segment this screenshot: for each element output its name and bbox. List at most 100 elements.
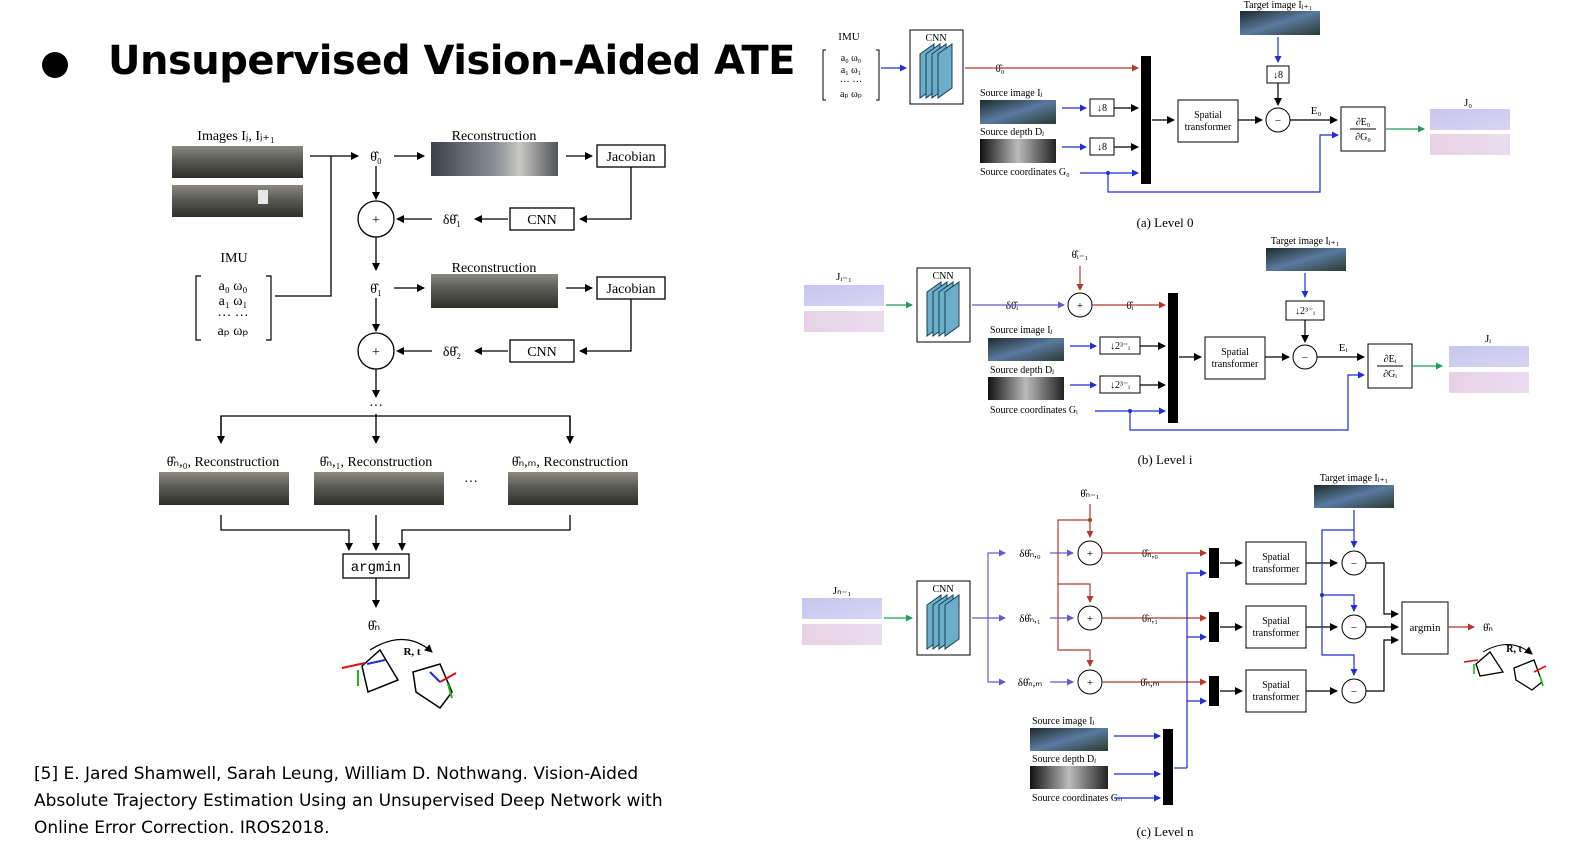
ln-target-junction: [1320, 593, 1324, 597]
camera-frustum-2: [412, 663, 453, 710]
ln-theta-junction: [1088, 518, 1092, 522]
ln-argmin-box: [1401, 601, 1449, 655]
ln-Jprev-image-2: [802, 624, 882, 645]
ln-sum-plus-m: +: [1087, 677, 1093, 689]
li-E-label: Eᵢ: [1339, 342, 1348, 354]
cnn-box-2: [509, 339, 575, 363]
li-source-depth-label: Source depth Dⱼ: [990, 365, 1054, 376]
ln-frustum-2: [1513, 659, 1543, 691]
ln-target-image: [1314, 485, 1394, 508]
recon-label-2: Reconstruction: [452, 261, 537, 276]
axis-z-1: [366, 659, 386, 665]
sum-node-2-plus: +: [372, 345, 380, 360]
ln-sum-plus-0: +: [1087, 548, 1093, 560]
ln-st0-transformer: transformer: [1253, 564, 1300, 575]
li-target-down-label: ↓2³⁻ᵢ: [1295, 306, 1315, 317]
ln-axis-x-2: [1533, 665, 1547, 673]
l0-coords-to-grad-arrow: [1107, 131, 1339, 193]
l0-source-image-label: Source image Iⱼ: [980, 88, 1043, 99]
ln-stm-transformer: transformer: [1253, 692, 1300, 703]
recon-image-1: [431, 142, 558, 176]
dtheta1-label: δθ̂₁: [443, 213, 461, 228]
l0-grad-num: ∂E₀: [1356, 117, 1371, 128]
ln-source-image-label: Source image Iⱼ: [1032, 716, 1095, 727]
li-J-image-2: [1449, 372, 1529, 393]
l0-source-depth: [980, 139, 1056, 163]
l0-down8-label-2: ↓8: [1097, 142, 1107, 153]
ln-st0-spatial: Spatial: [1262, 552, 1290, 563]
branch-image-0: [159, 472, 289, 505]
recon-image-2: [431, 274, 558, 308]
l0-source-coords-label: Source coordinates G₀: [980, 167, 1070, 178]
l0-imu-row-2: ··· ···: [840, 77, 862, 88]
ln-Jprev-label: Jₙ₋₁: [833, 585, 851, 597]
li-down-label-2: ↓2³⁻ᵢ: [1110, 380, 1130, 391]
slide-title: Unsupervised Vision-Aided ATE: [108, 38, 796, 84]
ln-frustum-1: [1475, 651, 1505, 677]
l0-J0-image-1: [1430, 109, 1510, 130]
li-Jprev-image-1: [804, 285, 884, 306]
sum-node-1-plus: +: [372, 213, 380, 228]
ln-cnn-stack: [926, 594, 960, 650]
l0-grad-den: ∂G₀: [1355, 132, 1371, 143]
li-J-image-1: [1449, 346, 1529, 367]
ln-target-to-minus-m: [1321, 595, 1358, 676]
l0-target-image-label: Target image Iⱼ₊₁: [1244, 0, 1313, 11]
citation: [5] E. Jared Shamwell, Sarah Leung, Will…: [34, 761, 754, 842]
l0-E0-label: E₀: [1311, 105, 1322, 117]
ln-stm-spatial: Spatial: [1262, 680, 1290, 691]
ln-camera-pose-glyph: R, t: [1463, 644, 1547, 691]
image-detail: [258, 190, 268, 204]
ln-caption: (c) Level n: [1136, 824, 1194, 839]
ln-shared-to-row0-arrow: [1186, 569, 1207, 768]
l0-cnn-label: CNN: [925, 33, 946, 44]
ln-theta-n-label: θ̂ₙ: [1483, 622, 1493, 634]
l0-imu-row-0: a₀ ω₀: [841, 53, 862, 64]
ln-argmin-label: argmin: [1410, 622, 1441, 634]
ln-st1-spatial: Spatial: [1262, 616, 1290, 627]
li-source-image-label: Source image Iⱼ: [990, 325, 1053, 336]
cnn-label-2: CNN: [527, 345, 557, 360]
ln-pose-arc: [1482, 644, 1533, 655]
li-down-label-1: ↓2³⁻ᵢ: [1110, 341, 1130, 352]
ln-source-concat-bar: [1163, 729, 1173, 805]
l0-J0-image-2: [1430, 134, 1510, 155]
li-Jprev-label: Jᵢ₋₁: [836, 271, 852, 283]
level-n-diagram: Jₙ₋₁ CNN δθ̂ₙ,₀ δθ̂ₙ,₁ δθ̂ₙ,ₘ θ̂ₙ₋₁ + + …: [802, 473, 1547, 839]
ln-theta-prev-to-rowm: [1057, 584, 1094, 667]
branch-nm-label: θ̂ₙ,ₘ, Reconstruction: [512, 455, 628, 470]
horizontal-dots: ···: [464, 475, 478, 490]
ln-dtheta1-label: δθ̂ₙ,₁: [1019, 613, 1041, 625]
theta0-label: θ̂₀: [370, 150, 382, 165]
level-i-diagram: Jᵢ₋₁ CNN δθ̂ᵢ θ̂ᵢ₋₁ + θ̂ᵢ Source image I…: [804, 236, 1529, 467]
left-diagram: Images Iⱼ, Iⱼ₊₁ IMU a₀ ω₀ a₁ ω₁ ··· ··· …: [159, 129, 666, 710]
ln-Jprev-image-1: [802, 598, 882, 619]
imu-row-1: a₁ ω₁: [219, 294, 248, 309]
ln-st1-transformer: transformer: [1253, 628, 1300, 639]
citation-line-1: [5] E. Jared Shamwell, Sarah Leung, Will…: [34, 764, 639, 784]
l0-source-depth-label: Source depth Dⱼ: [980, 127, 1044, 138]
l0-imu-bracket-left: [822, 49, 826, 101]
branch-bar: [220, 415, 571, 440]
ln-target-image-label: Target image Iⱼ₊₁: [1320, 473, 1389, 484]
l0-coords-junction: [1106, 171, 1110, 175]
li-grad-den: ∂Gᵢ: [1383, 369, 1397, 380]
l0-transformer-label: transformer: [1185, 122, 1232, 133]
axis-x-2: [439, 672, 457, 683]
li-caption: (b) Level i: [1138, 452, 1193, 467]
li-cnn-stack: [926, 281, 960, 337]
merge-arrow-m: [398, 515, 571, 551]
ln-rt-label: R, t: [1506, 644, 1522, 655]
l0-imu-row-1: a₁ ω₁: [841, 65, 862, 76]
ln-source-depth: [1030, 766, 1108, 789]
li-transformer-label: transformer: [1212, 359, 1259, 370]
imu-label: IMU: [220, 251, 247, 266]
image-frame-j1: [172, 185, 303, 217]
l0-minus-sign: −: [1275, 115, 1281, 127]
l0-spatial-transformer-box: [1177, 99, 1239, 143]
ln-theta0-label: θ̂ₙ,₀: [1142, 548, 1158, 560]
ln-source-image: [1030, 728, 1108, 751]
branch-image-m: [508, 472, 638, 505]
ln-concat-bar-1: [1209, 612, 1219, 642]
branch-n1-label: θ̂ₙ,₁, Reconstruction: [320, 455, 432, 470]
